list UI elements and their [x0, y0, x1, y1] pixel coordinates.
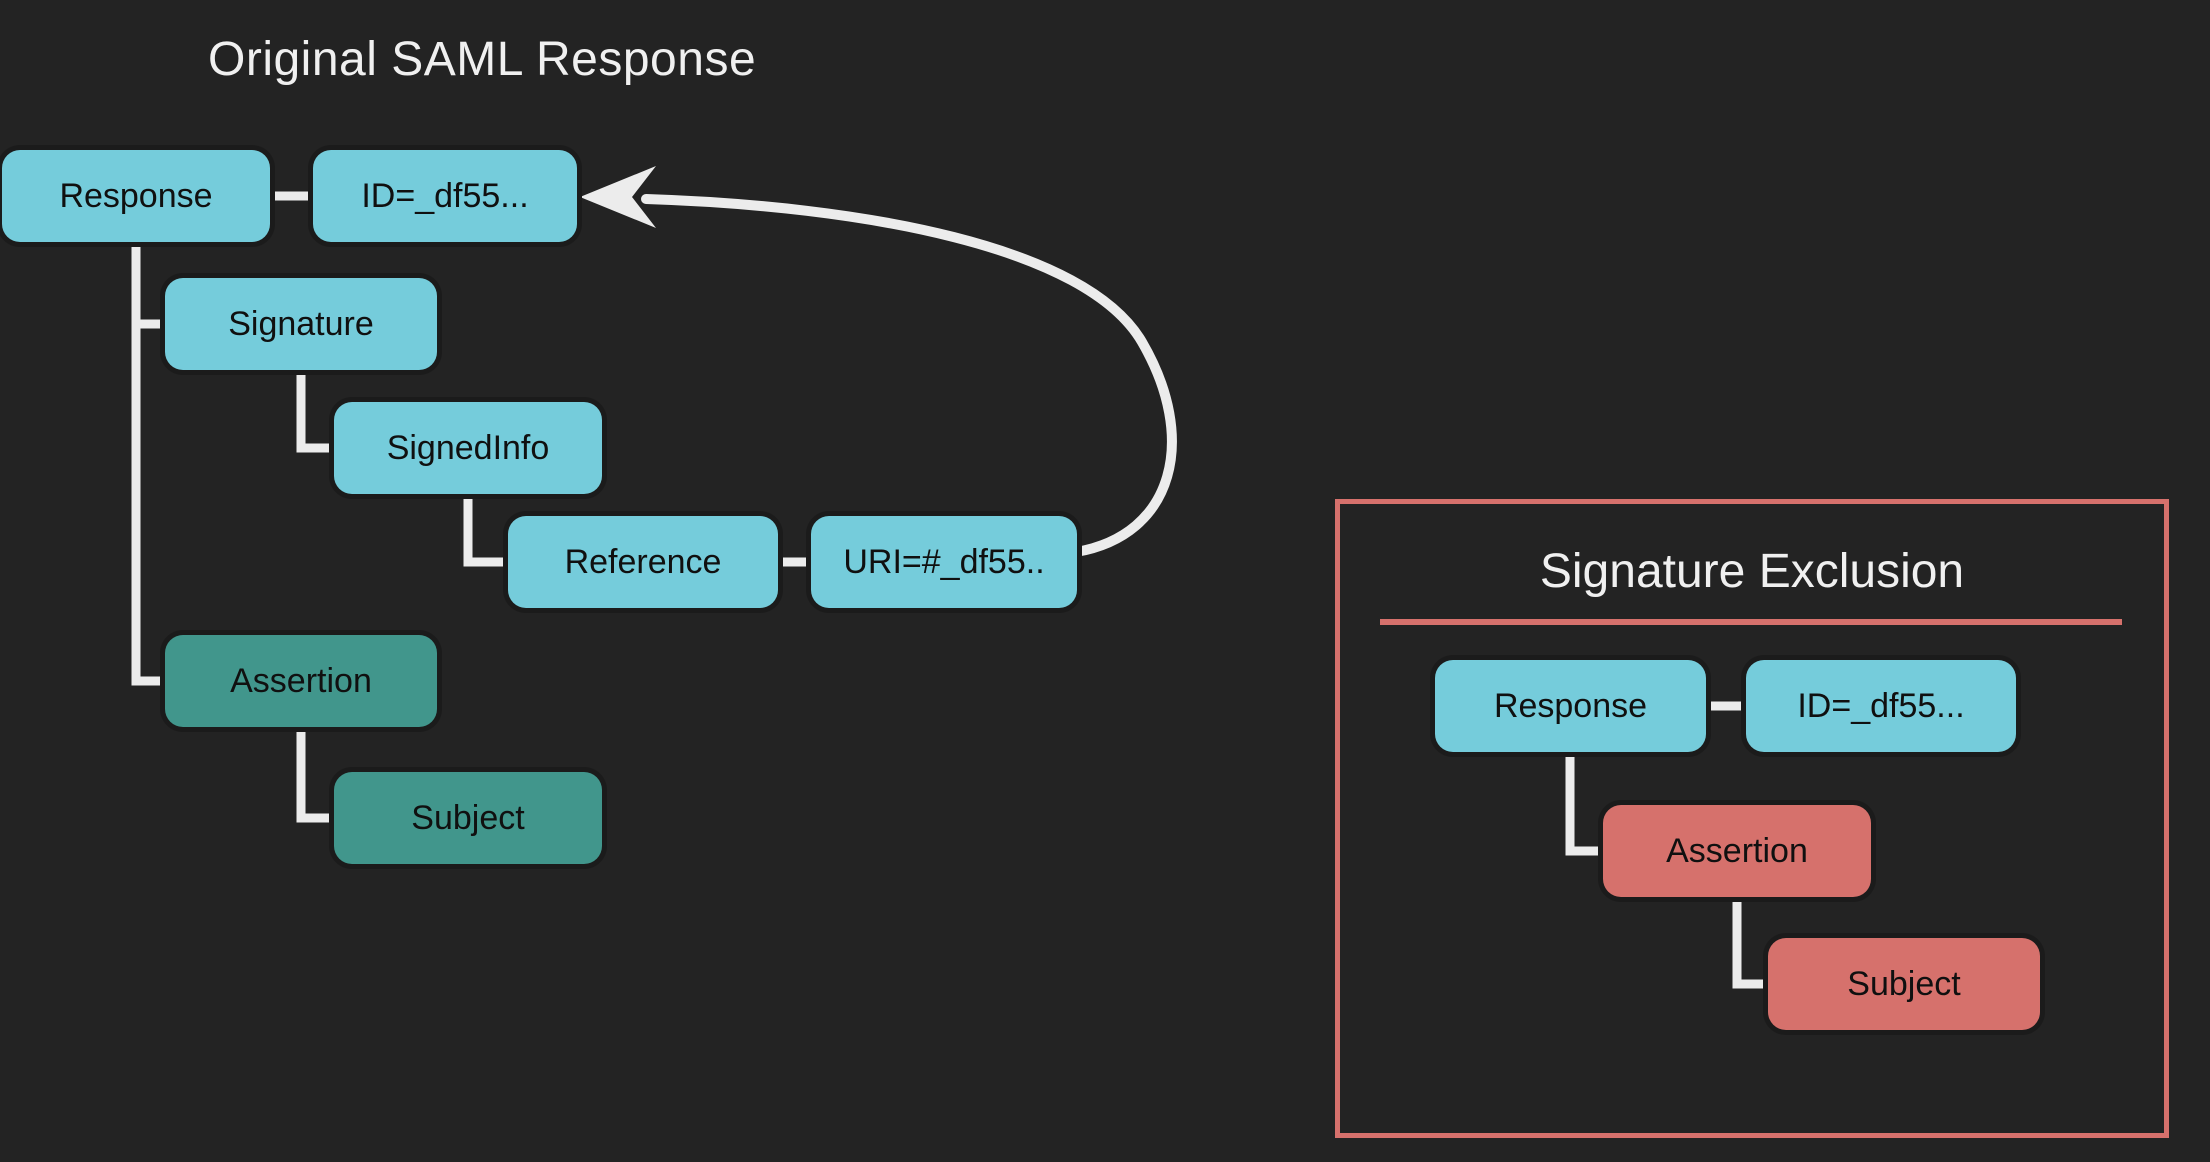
node-assertion-right: Assertion	[1603, 805, 1871, 897]
node-id-attribute-right: ID=_df55...	[1746, 660, 2016, 752]
connector-signature-signedinfo	[296, 365, 339, 453]
right-diagram-title: Signature Exclusion	[1539, 545, 1965, 598]
node-subject-right: Subject	[1768, 938, 2040, 1030]
title-underline	[1380, 619, 2122, 625]
left-diagram-title: Original SAML Response	[208, 33, 757, 86]
signature-exclusion-panel: Signature Exclusion	[1335, 499, 2169, 1138]
connector-assertion-subject	[296, 722, 339, 823]
connector-response-assertion-right	[1565, 747, 1608, 856]
node-response: Response	[2, 150, 270, 242]
node-id-attribute: ID=_df55...	[313, 150, 577, 242]
arrowhead-icon	[580, 166, 656, 228]
connector-assertion-subject-right	[1732, 892, 1773, 989]
node-subject: Subject	[334, 772, 602, 864]
uri-to-id-arrow-curve	[641, 194, 1177, 557]
node-signedinfo: SignedInfo	[334, 402, 602, 494]
node-reference: Reference	[508, 516, 778, 608]
node-response-right: Response	[1435, 660, 1706, 752]
node-signature: Signature	[165, 278, 437, 370]
node-uri-attribute: URI=#_df55..	[811, 516, 1077, 608]
connector-response-assertion	[131, 237, 170, 686]
node-assertion: Assertion	[165, 635, 437, 727]
connector-signedinfo-reference	[463, 489, 513, 567]
